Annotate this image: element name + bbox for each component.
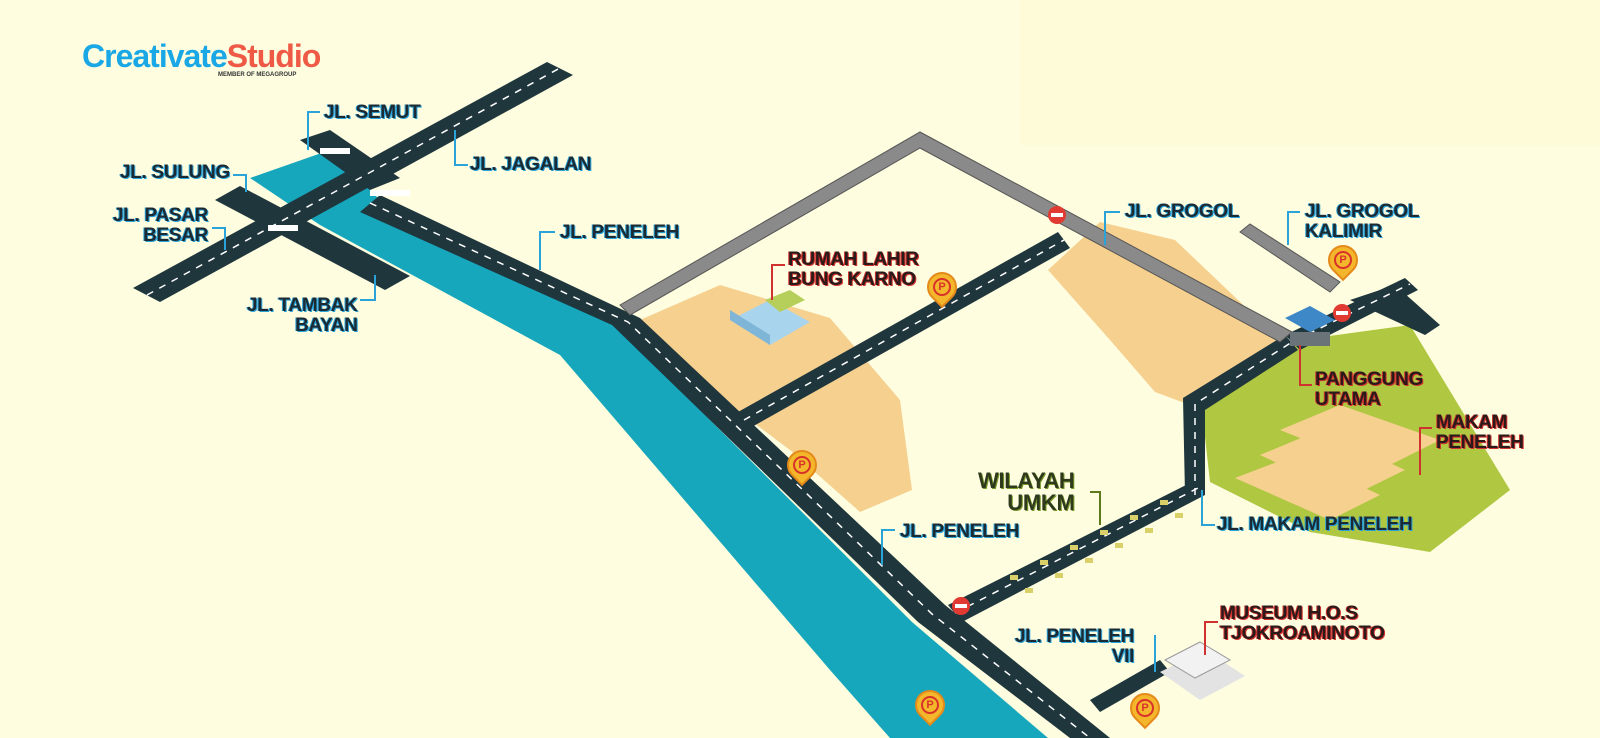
wall-road-grogol	[619, 131, 1293, 343]
parking-symbol: P	[1334, 251, 1352, 269]
road-jagalan-pasar-besar	[133, 62, 573, 302]
parking-symbol: P	[1136, 699, 1154, 717]
road-peneleh-vii	[1090, 660, 1170, 712]
rumah-lahir-building	[730, 290, 810, 345]
parking-symbol: P	[933, 278, 951, 296]
road-grogol-end	[1350, 285, 1440, 335]
road-peneleh	[360, 195, 1110, 738]
sand-area-right	[1048, 222, 1280, 405]
road-semut	[300, 130, 400, 190]
wall-road-kalimir	[1239, 223, 1341, 293]
label-jl-peneleh-mid: JL. PENELEH	[900, 521, 1020, 542]
label-jl-semut: JL. SEMUT	[324, 102, 421, 123]
logo-text: CreativateStudio	[82, 38, 321, 74]
label-jl-makam-peneleh: JL. MAKAM PENELEH	[1217, 514, 1413, 535]
umkm-stalls	[1010, 500, 1183, 593]
museum-building	[1160, 641, 1245, 700]
stage-building	[1285, 306, 1335, 346]
parking-symbol: P	[793, 456, 811, 474]
label-jl-jagalan: JL. JAGALAN	[470, 154, 592, 175]
river	[250, 150, 1048, 738]
road-sulung-tambak	[215, 186, 410, 290]
label-jl-grogol: JL. GROGOL	[1125, 201, 1240, 222]
no-entry-signs	[952, 206, 1351, 615]
label-jl-sulung: JL. SULUNG	[120, 162, 230, 183]
label-jl-peneleh-top: JL. PENELEH	[560, 222, 680, 243]
parking-symbol: P	[921, 696, 939, 714]
logo-member-text: MEMBER OF MEGAGROUP	[218, 72, 297, 78]
road-umkm	[948, 482, 1205, 622]
